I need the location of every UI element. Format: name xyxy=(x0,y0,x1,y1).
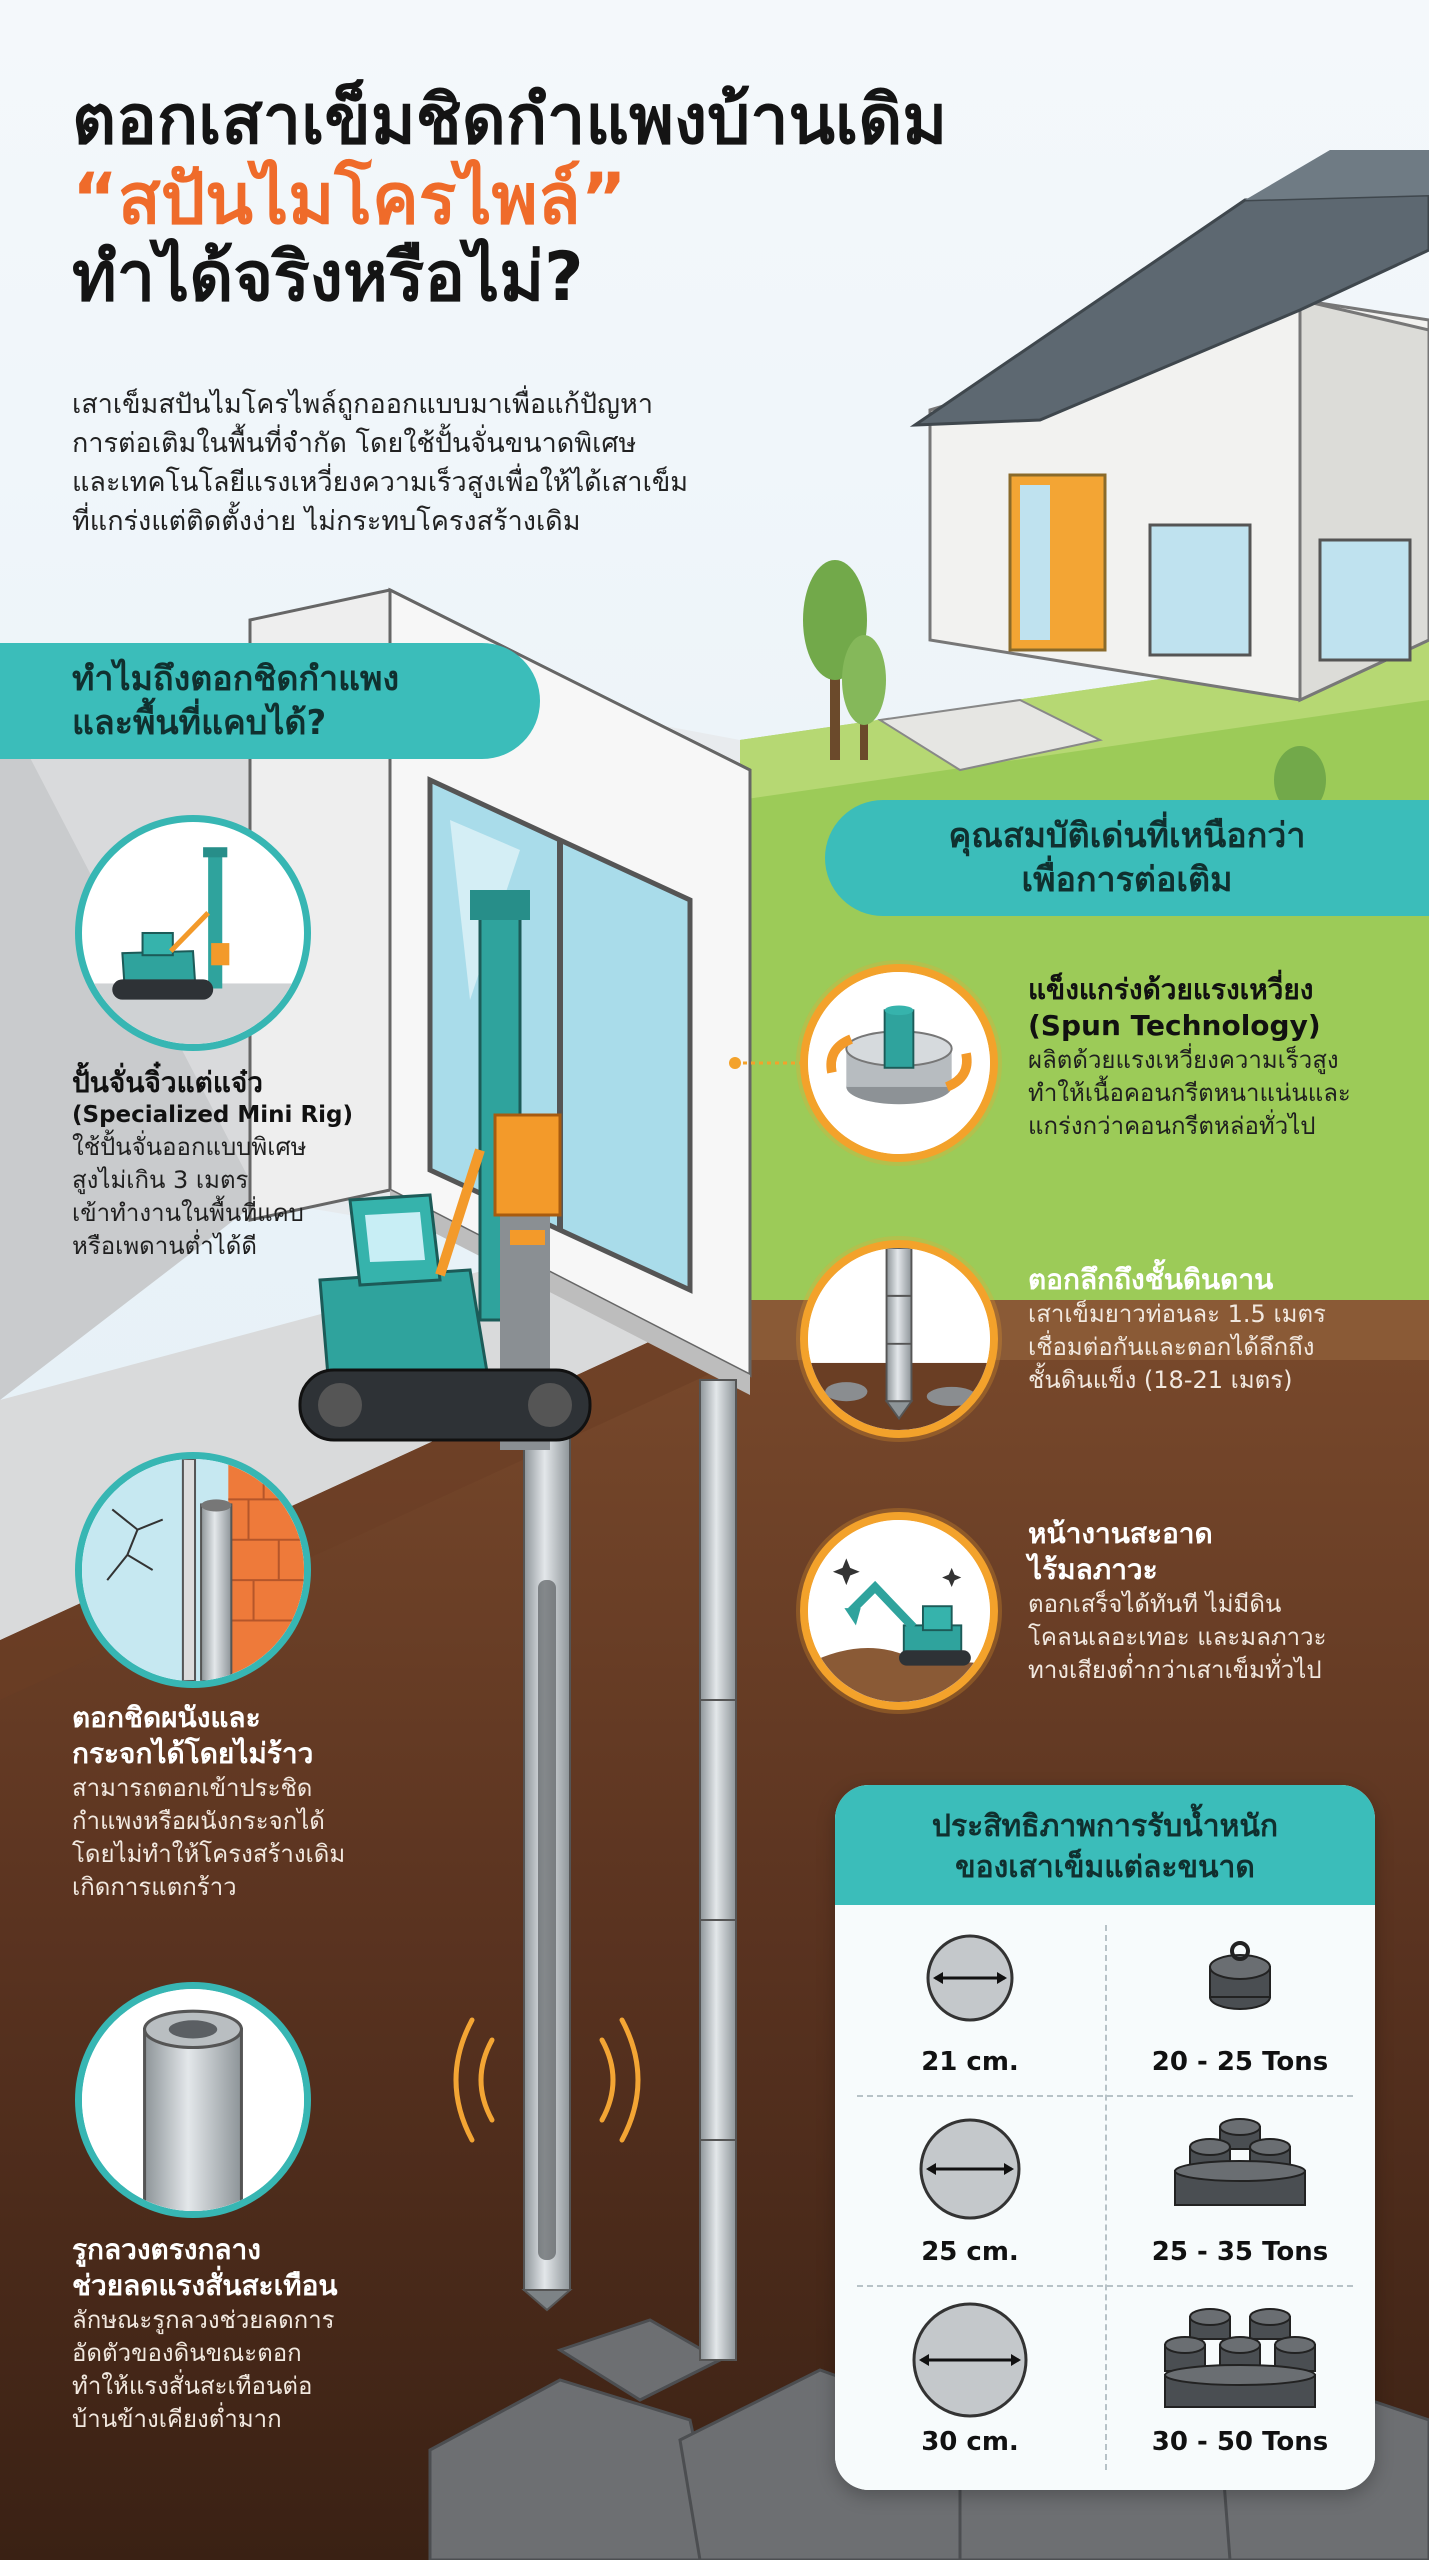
feature-hollow-core: รูกลวงตรงกลาง ช่วยลดแรงสั่นสะเทือน ลักษณ… xyxy=(72,2232,432,2436)
mini-rig-icon xyxy=(75,815,311,1051)
house-illustration xyxy=(877,150,1429,772)
feature-line: อัดตัวของดินขณะตอก xyxy=(72,2338,302,2367)
feature-line: เชื่อมต่อกันและตอกได้ลึกถึง xyxy=(1028,1332,1315,1361)
feature-line: หรือเพดานต่ำได้ดี xyxy=(72,1232,257,1261)
feature-line: ลักษณะรูกลวงช่วยลดการ xyxy=(72,2305,335,2334)
feature-clean-site: หน้างานสะอาด ไร้มลภาวะ ตอกเสร็จได้ทันที … xyxy=(1028,1516,1418,1687)
size-cell: 21 cm. xyxy=(835,1905,1105,2095)
feature-line: โดยไม่ทำให้โครงสร้างเดิม xyxy=(72,1839,346,1868)
load-cell: 30 - 50 Tons xyxy=(1105,2285,1375,2475)
pile-diameter-icon xyxy=(912,2302,1028,2418)
feature-title-1: รูกลวงตรงกลาง xyxy=(72,2233,261,2266)
left-section-header: ทำไมถึงตอกชิดกำแพง และพื้นที่แคบได้? xyxy=(0,643,540,760)
feature-cracked-wall: ตอกชิดผนังและ กระจกได้โดยไม่ร้าว สามารถต… xyxy=(72,1700,412,1904)
feature-line: ใช้ปั้นจั่นออกแบบพิเศษ xyxy=(72,1132,307,1161)
row-divider xyxy=(857,2285,1353,2287)
title-line-2: “สปันไมโครไพล์” xyxy=(72,157,627,240)
excavator-clean-icon xyxy=(800,1512,998,1710)
pile-load-label: 20 - 25 Tons xyxy=(1151,2047,1329,2077)
feature-subtitle: (Specialized Mini Rig) xyxy=(72,1101,354,1128)
intro-paragraph: เสาเข็มสปันไมโครไพล์ถูกออกแบบมาเพื่อแก้ป… xyxy=(72,385,792,542)
feature-title-1: ตอกชิดผนังและ xyxy=(72,1701,261,1734)
load-cell: 20 - 25 Tons xyxy=(1105,1905,1375,2095)
right-header-line-1: คุณสมบัติเด่นที่เหนือกว่า xyxy=(948,816,1306,856)
intro-line: ที่แกร่งแต่ติดตั้งง่าย ไม่กระทบโครงสร้าง… xyxy=(72,506,581,538)
feature-mini-rig: ปั้นจั่นจิ๋วแต่แจ๋ว (Specialized Mini Ri… xyxy=(72,1065,412,1263)
size-cell: 25 cm. xyxy=(835,2095,1105,2285)
spun-technology-icon xyxy=(800,964,998,1162)
capacity-row: 30 cm. 30 - 50 Tons xyxy=(835,2285,1375,2475)
feature-line: สามารถตอกเข้าประชิด xyxy=(72,1773,313,1802)
weight-stack-icon xyxy=(1209,1941,1271,2010)
feature-line: แกร่งกว่าคอนกรีตหล่อทั่วไป xyxy=(1028,1111,1316,1140)
size-cell: 30 cm. xyxy=(835,2285,1105,2475)
load-cell: 25 - 35 Tons xyxy=(1105,2095,1375,2285)
left-header-line-1: ทำไมถึงตอกชิดกำแพง xyxy=(72,659,400,699)
left-header-line-2: และพื้นที่แคบได้? xyxy=(72,703,327,744)
pile-load-label: 25 - 35 Tons xyxy=(1151,2237,1329,2267)
pile-size-label: 21 cm. xyxy=(921,2047,1019,2077)
feature-line: ทำให้แรงสั่นสะเทือนต่อ xyxy=(72,2371,313,2400)
weight-stack-icon xyxy=(1174,2118,1306,2206)
capacity-row: 25 cm. 25 - 35 Tons xyxy=(835,2095,1375,2285)
feature-line: เสาเข็มยาวท่อนละ 1.5 เมตร xyxy=(1028,1299,1326,1328)
feature-line: ตอกเสร็จได้ทันที ไม่มีดิน xyxy=(1028,1589,1282,1618)
feature-spun-technology: แข็งแกร่งด้วยแรงเหวี่ยง (Spun Technology… xyxy=(1028,972,1418,1143)
title-line-1: ตอกเสาเข็มชิดกำแพงบ้านเดิม xyxy=(72,81,948,160)
right-header-line-2: เพื่อการต่อเติม xyxy=(1021,860,1233,901)
feature-line: โคลนเลอะเทอะ และมลภาวะ xyxy=(1028,1622,1327,1651)
feature-title-1: แข็งแกร่งด้วยแรงเหวี่ยง xyxy=(1028,973,1314,1006)
feature-line: เกิดการแตกร้าว xyxy=(72,1872,237,1901)
card-header: ประสิทธิภาพการรับน้ำหนัก ของเสาเข็มแต่ละ… xyxy=(835,1785,1375,1905)
spun-micro-pile xyxy=(521,1424,573,2312)
trees xyxy=(803,560,1326,814)
pile-load-label: 30 - 50 Tons xyxy=(1151,2427,1329,2457)
feature-line: สูงไม่เกิน 3 เมตร xyxy=(72,1165,249,1194)
card-title-1: ประสิทธิภาพการรับน้ำหนัก xyxy=(931,1809,1279,1844)
card-body: 21 cm. 20 - 25 Tons xyxy=(835,1905,1375,2490)
feature-title: ปั้นจั่นจิ๋วแต่แจ๋ว xyxy=(72,1066,263,1099)
feature-line: ชั้นดินแข็ง (18-21 เมตร) xyxy=(1028,1366,1293,1395)
pile-size-label: 30 cm. xyxy=(921,2427,1019,2457)
right-section-header: คุณสมบัติเด่นที่เหนือกว่า เพื่อการต่อเติ… xyxy=(825,800,1429,917)
page-title: ตอกเสาเข็มชิดกำแพงบ้านเดิม “สปันไมโครไพล… xyxy=(72,82,1172,317)
feature-line: กำแพงหรือผนังกระจกได้ xyxy=(72,1806,325,1835)
weight-stack-icon xyxy=(1164,2308,1316,2408)
feature-title-2: ช่วยลดแรงสั่นสะเทือน xyxy=(72,2268,338,2302)
feature-line: บ้านข้างเคียงต่ำมาก xyxy=(72,2404,282,2433)
mini-rig-machine xyxy=(298,890,592,1450)
title-line-3: ทำได้จริงหรือไม่? xyxy=(72,238,584,318)
intro-line: การต่อเติมในพื้นที่จำกัด โดยใช้ปั้นจั่นข… xyxy=(72,428,637,460)
cracked-wall-icon xyxy=(75,1452,311,1688)
column-divider xyxy=(1105,1925,1107,2470)
load-capacity-card: ประสิทธิภาพการรับน้ำหนัก ของเสาเข็มแต่ละ… xyxy=(835,1785,1375,2490)
feature-title-1: ตอกลึกถึงชั้นดินดาน xyxy=(1028,1263,1274,1296)
feature-deep-pile: ตอกลึกถึงชั้นดินดาน เสาเข็มยาวท่อนละ 1.5… xyxy=(1028,1262,1418,1397)
hollow-pile-icon xyxy=(75,1982,311,2218)
feature-title-2: ไร้มลภาวะ xyxy=(1028,1552,1158,1586)
feature-title-2: (Spun Technology) xyxy=(1028,1008,1321,1042)
row-divider xyxy=(857,2095,1353,2097)
intro-line: และเทคโนโลยีแรงเหวี่ยงความเร็วสูงเพื่อให… xyxy=(72,467,689,499)
feature-line: ทำให้เนื้อคอนกรีตหนาแน่นและ xyxy=(1028,1078,1351,1107)
feature-line: ทางเสียงต่ำกว่าเสาเข็มทั่วไป xyxy=(1028,1655,1322,1684)
pile-diameter-icon xyxy=(926,1934,1014,2022)
pile-size-label: 25 cm. xyxy=(921,2237,1019,2267)
card-title-2: ของเสาเข็มแต่ละขนาด xyxy=(955,1849,1255,1885)
pile-diameter-icon xyxy=(919,2118,1021,2220)
feature-title-1: หน้างานสะอาด xyxy=(1028,1517,1213,1550)
feature-title-2: กระจกได้โดยไม่ร้าว xyxy=(72,1736,314,1770)
capacity-row: 21 cm. 20 - 25 Tons xyxy=(835,1905,1375,2095)
deep-pile-icon xyxy=(800,1240,998,1438)
intro-line: เสาเข็มสปันไมโครไพล์ถูกออกแบบมาเพื่อแก้ป… xyxy=(72,389,654,420)
feature-line: เข้าทำงานในพื้นที่แคบ xyxy=(72,1198,304,1227)
feature-line: ผลิตด้วยแรงเหวี่ยงความเร็วสูง xyxy=(1028,1045,1339,1074)
